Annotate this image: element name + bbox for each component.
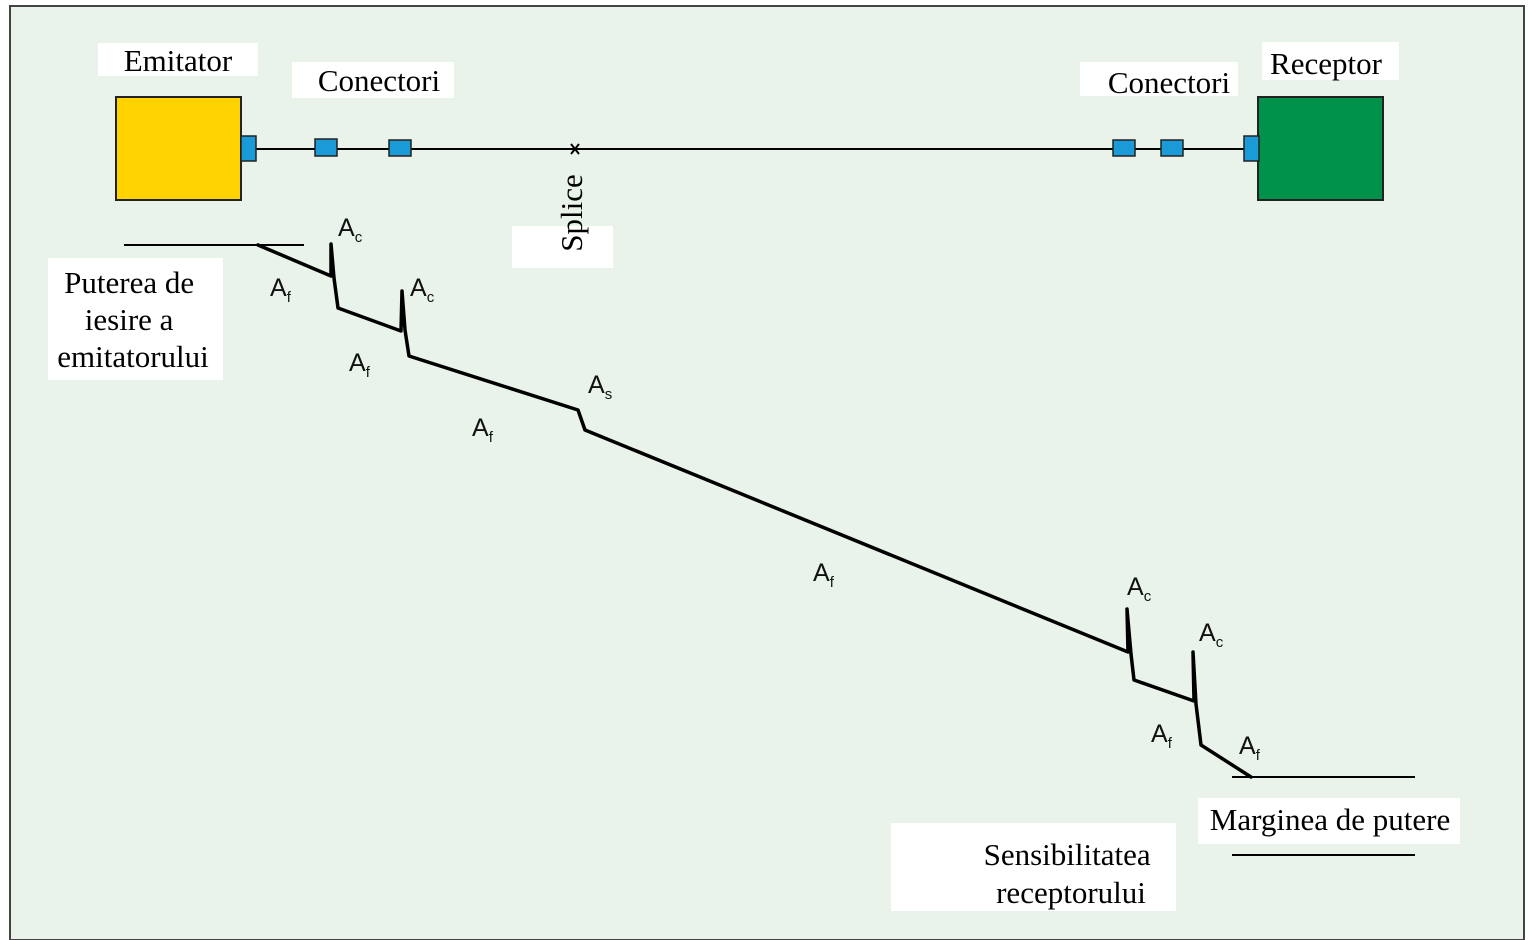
- emitter-label-bg: [98, 43, 258, 76]
- output-power-line-3: emitatorului: [57, 339, 209, 374]
- loss-labels: Ac Af Ac Af As Af Af Ac Ac Af Af: [270, 214, 1261, 764]
- receiver-label-bg: [1262, 42, 1399, 80]
- emitter-label: Emitator: [124, 43, 233, 78]
- label-backgrounds: [48, 42, 1460, 911]
- loss-label-splice: As: [588, 371, 612, 403]
- loss-label-connector: Ac: [1127, 573, 1152, 605]
- connector-left-2: [388, 139, 412, 157]
- loss-label-connector: Ac: [410, 274, 435, 306]
- loss-label-fiber: Af: [813, 559, 835, 591]
- sensitivity-label: Sensibilitatea receptorului: [984, 837, 1159, 910]
- output-power-label-bg: [48, 258, 223, 380]
- connectors-right-label-bg: [1080, 62, 1238, 96]
- connectors-right-label: Conectori: [1108, 65, 1231, 100]
- splice-label: Splice: [554, 174, 589, 252]
- loss-label-fiber: Af: [1151, 720, 1173, 752]
- connector-right-2: [1160, 139, 1184, 157]
- sensitivity-label-bg: [891, 823, 1176, 911]
- emitter-block: [115, 96, 242, 201]
- receiver-block: [1257, 96, 1384, 201]
- loss-label-fiber: Af: [1239, 732, 1261, 764]
- output-power-line-2: iesire a: [85, 302, 174, 337]
- connector-emitter-port: [240, 135, 257, 162]
- loss-label-fiber: Af: [349, 349, 371, 381]
- output-power-line-1: Puterea de: [64, 265, 194, 300]
- connectors-left-label-bg: [292, 62, 454, 98]
- sensitivity-line-1: Sensibilitatea: [984, 837, 1151, 872]
- loss-label-fiber: Af: [472, 414, 494, 446]
- sensitivity-line-2: receptorului: [996, 875, 1146, 910]
- connector-right-1: [1112, 139, 1136, 157]
- loss-label-fiber: Af: [270, 274, 292, 306]
- connector-receiver-port: [1243, 135, 1260, 162]
- receiver-label: Receptor: [1270, 46, 1383, 81]
- loss-label-connector: Ac: [1199, 619, 1224, 651]
- output-power-label: Puterea de iesire a emitatorului: [57, 265, 209, 374]
- loss-label-connector: Ac: [338, 214, 363, 246]
- connector-left-1: [314, 138, 338, 157]
- power-loss-trace: [256, 242, 1253, 779]
- connectors-group: [240, 135, 1260, 162]
- splice-mark: [570, 143, 580, 155]
- connectors-left-label: Conectori: [318, 63, 441, 98]
- splice-label-bg: [512, 226, 613, 268]
- margin-label: Marginea de putere: [1210, 802, 1450, 837]
- margin-label-bg: [1198, 798, 1460, 844]
